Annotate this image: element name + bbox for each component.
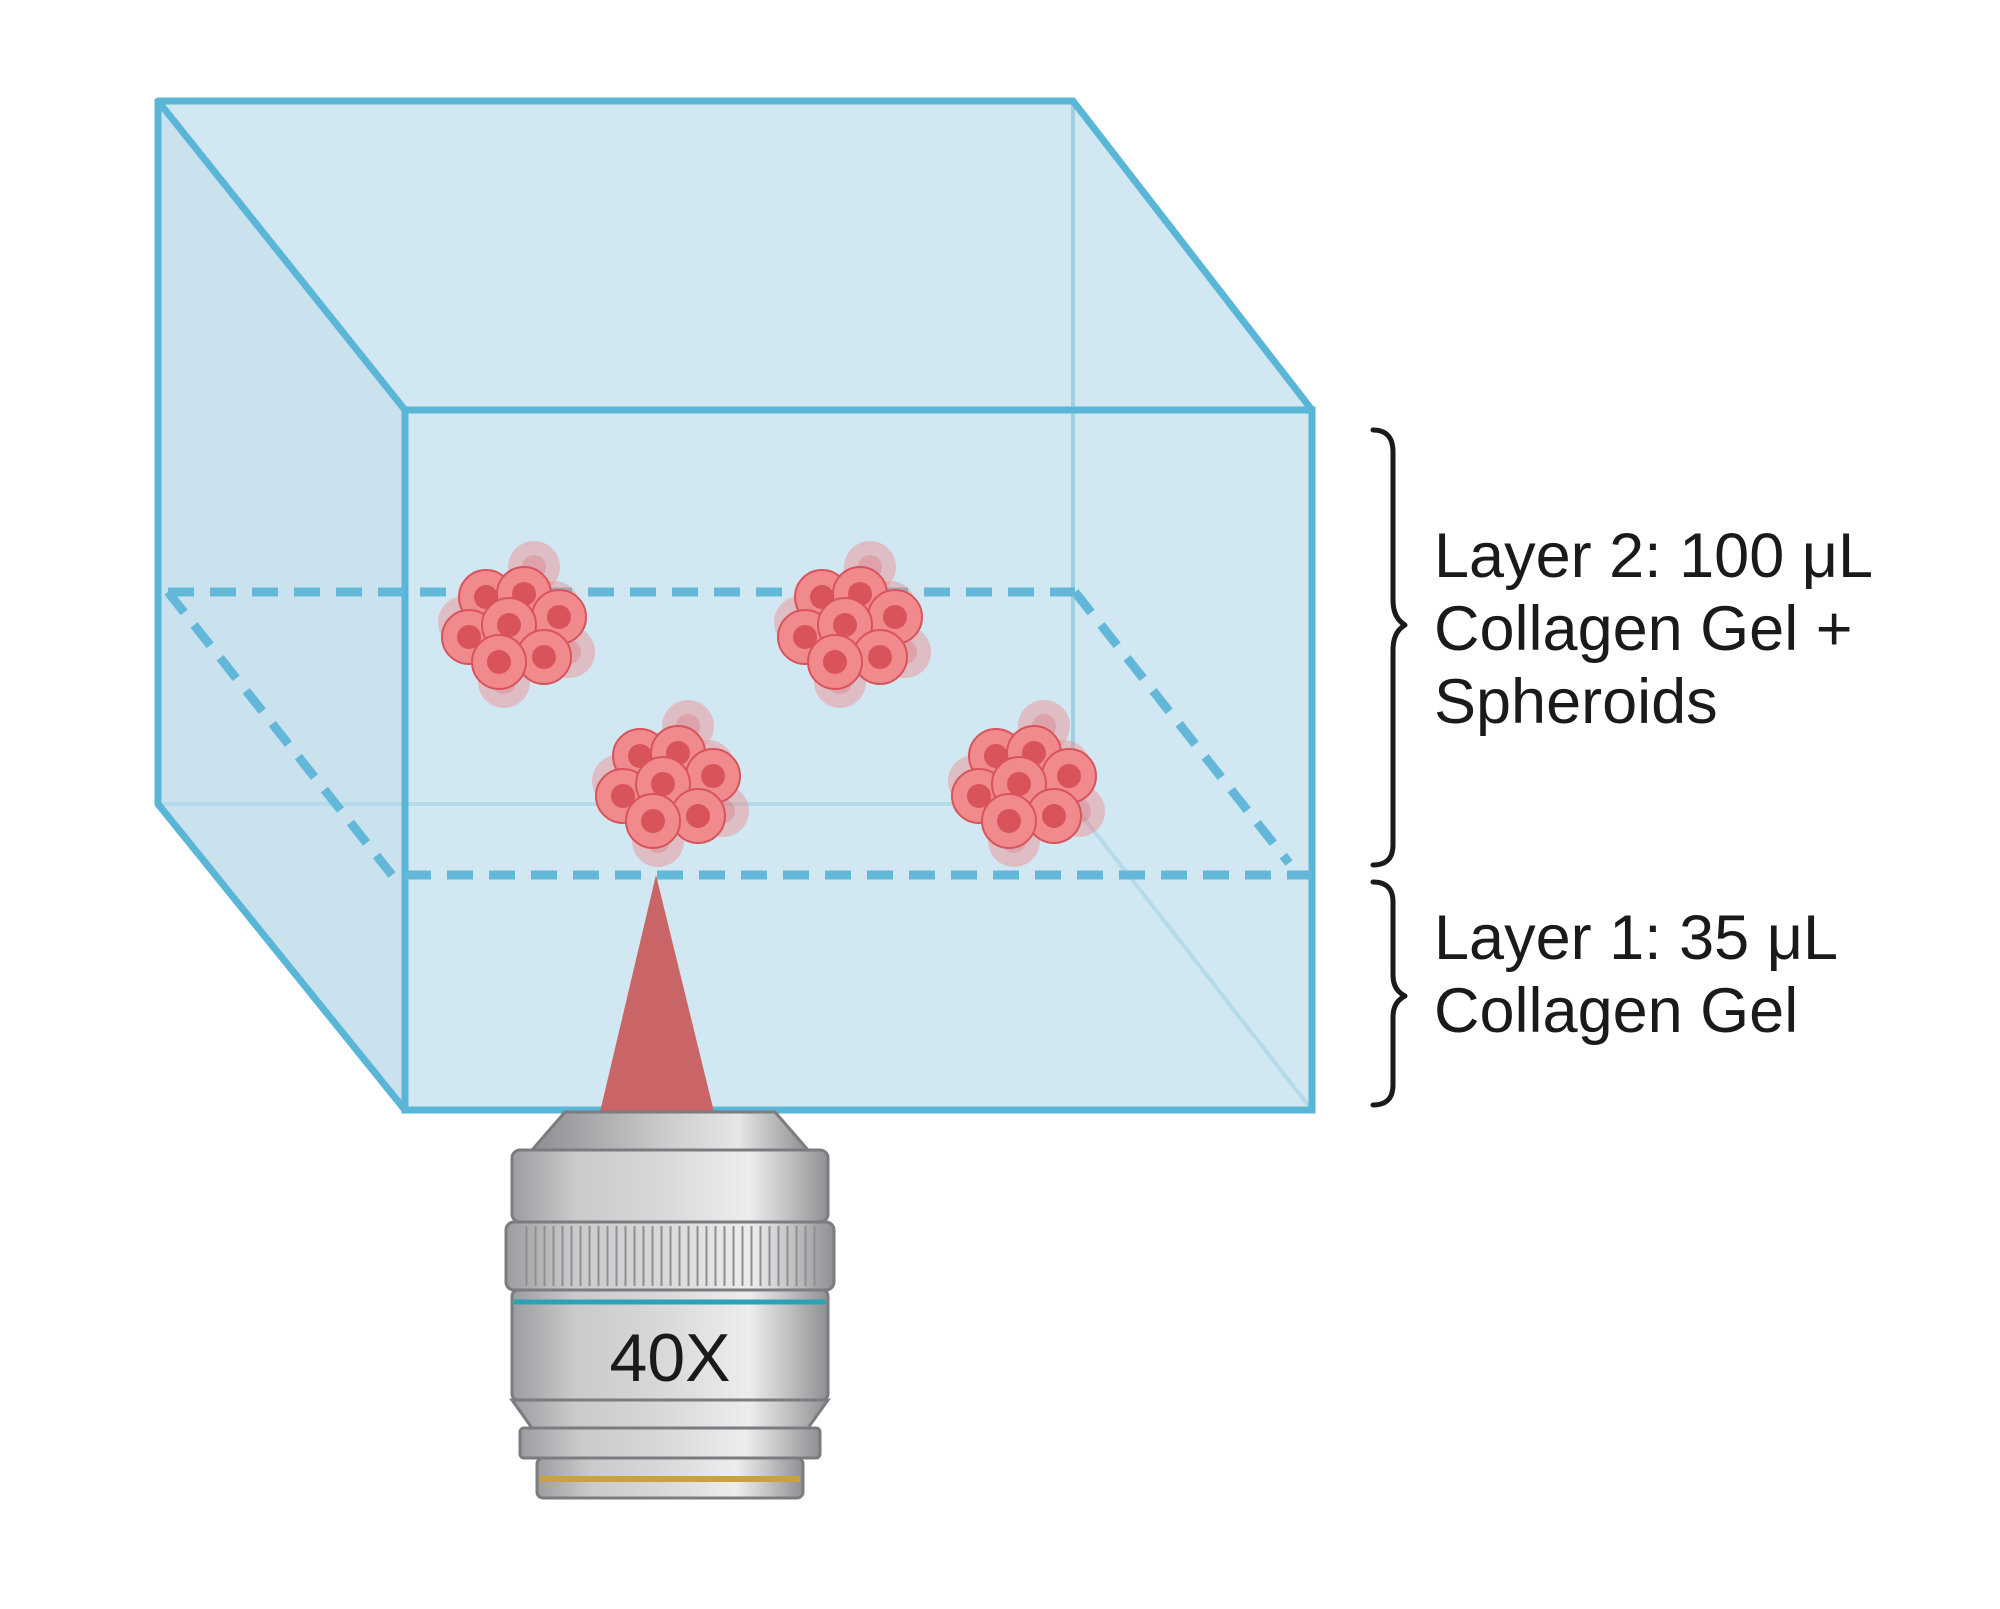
spheroid xyxy=(592,700,749,867)
spheroid-nucleus xyxy=(793,625,817,649)
spheroid-nucleus xyxy=(686,804,710,828)
objective-upper-body xyxy=(510,1148,830,1224)
objective-lower-taper xyxy=(509,1398,831,1430)
box-outline-front xyxy=(401,406,1316,1114)
layer1-label-line2: Collagen Gel xyxy=(1434,976,1799,1046)
layer1-label-line1: Layer 1: 35 μL xyxy=(1434,903,1839,973)
spheroid-nucleus xyxy=(967,784,991,808)
spheroid-nucleus xyxy=(487,650,511,674)
plane-right-edge xyxy=(1071,589,1293,866)
layer1-label: Layer 1: 35 μL Collagen Gel xyxy=(1434,902,1838,1048)
spheroid xyxy=(948,700,1105,867)
spheroid-nucleus xyxy=(611,784,635,808)
spheroid-nucleus xyxy=(1007,772,1031,796)
spheroid-nucleus xyxy=(497,613,521,637)
gel-box xyxy=(154,97,1316,1114)
layer2-label-line3: Spheroids xyxy=(1434,667,1718,737)
spheroid-nucleus xyxy=(701,764,725,788)
objective-lens xyxy=(504,1110,836,1500)
spheroid-nucleus xyxy=(1057,764,1081,788)
spheroid-nucleus xyxy=(457,625,481,649)
spheroid-nucleus xyxy=(1042,804,1066,828)
plane-left-edge xyxy=(164,589,396,878)
spheroid-nucleus xyxy=(883,605,907,629)
spheroid-nucleus xyxy=(547,605,571,629)
spheroid xyxy=(774,541,931,708)
spheroid-nucleus xyxy=(641,809,665,833)
layer2-label-line2: Collagen Gel + xyxy=(1434,594,1853,664)
spheroid-nucleus xyxy=(651,772,675,796)
objective-lower-body xyxy=(518,1426,822,1460)
box-outline-top xyxy=(154,97,1315,413)
spheroid-nucleus xyxy=(532,645,556,669)
spheroids xyxy=(438,541,1105,867)
layer2-label-line1: Layer 2: 100 μL xyxy=(1434,521,1874,591)
objective-top-cap xyxy=(528,1110,812,1152)
box-front-face xyxy=(405,410,1312,1110)
bracket-layer1 xyxy=(1370,879,1408,1108)
layer-brackets xyxy=(1370,427,1408,1108)
box-outline-left xyxy=(154,101,408,1113)
spheroid-nucleus xyxy=(868,645,892,669)
objective-magnification-label: 40X xyxy=(609,1320,731,1396)
spheroid-nucleus xyxy=(823,650,847,674)
box-hidden-edge-diagonal xyxy=(1071,802,1314,1112)
spheroid-nucleus xyxy=(833,613,857,637)
layer-boundary-plane xyxy=(164,587,1312,880)
light-cone xyxy=(600,875,714,1112)
layer2-label: Layer 2: 100 μL Collagen Gel + Spheroids xyxy=(1434,520,1873,739)
box-top-face xyxy=(158,101,1312,410)
spheroid-nucleus xyxy=(997,809,1021,833)
bracket-layer2 xyxy=(1370,427,1408,868)
spheroid xyxy=(438,541,595,708)
box-left-face xyxy=(158,101,405,1110)
objective-knurl-grip xyxy=(520,1226,820,1286)
